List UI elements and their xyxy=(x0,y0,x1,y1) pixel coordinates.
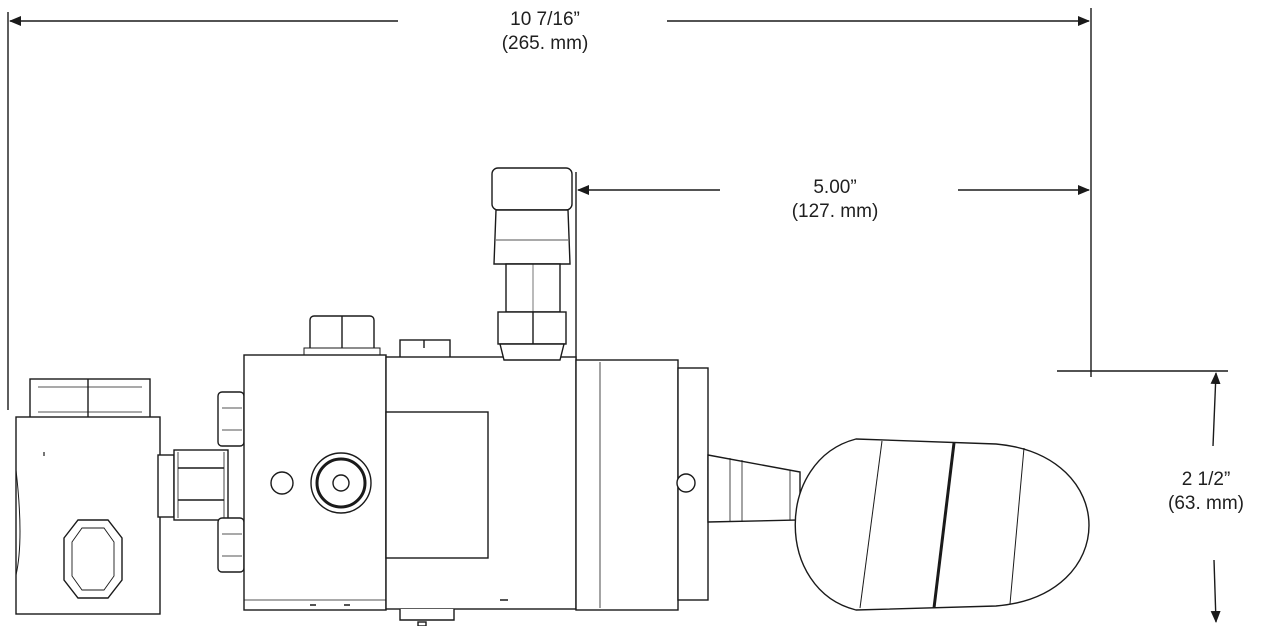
probe-assembly xyxy=(491,167,573,361)
connecting-nipple xyxy=(157,449,229,521)
middle-section xyxy=(385,339,577,626)
float-height-metric: (63. mm) xyxy=(1168,493,1244,514)
housing-screw xyxy=(676,473,696,493)
float-height-imperial: 2 1/2” xyxy=(1181,469,1231,490)
right-housing-body xyxy=(575,359,679,611)
top-tab xyxy=(399,339,451,359)
height-arrow-up xyxy=(1210,372,1221,447)
float-arm xyxy=(707,454,801,523)
side-bolt-upper xyxy=(217,391,245,447)
overall-length-label: 10 7/16” (265. mm) xyxy=(470,8,620,56)
overall-length-dimension xyxy=(7,8,1092,410)
float-height-label: 2 1/2” (63. mm) xyxy=(1142,468,1270,516)
height-arrow-down xyxy=(1210,559,1221,623)
side-bolt-lower xyxy=(217,517,245,573)
probe-offset-metric: (127. mm) xyxy=(791,201,879,222)
float-ball xyxy=(794,438,1090,611)
overall-length-imperial: 10 7/16” xyxy=(510,9,580,30)
probe-offset-label: 5.00” (127. mm) xyxy=(760,176,910,224)
probe-cap xyxy=(491,167,573,211)
valve-body xyxy=(217,315,387,611)
float-height-dimension xyxy=(1057,370,1228,623)
probe-offset-dimension xyxy=(575,172,1090,360)
inlet-hex-nut xyxy=(29,378,151,420)
right-housing xyxy=(575,359,709,611)
small-port xyxy=(270,471,294,495)
inlet-block xyxy=(15,378,161,615)
probe-offset-imperial: 5.00” xyxy=(813,177,857,198)
overall-length-metric: (265. mm) xyxy=(501,33,589,54)
float-assembly xyxy=(707,438,1090,611)
sight-window xyxy=(385,411,489,559)
probe-hex-nut xyxy=(497,311,567,345)
